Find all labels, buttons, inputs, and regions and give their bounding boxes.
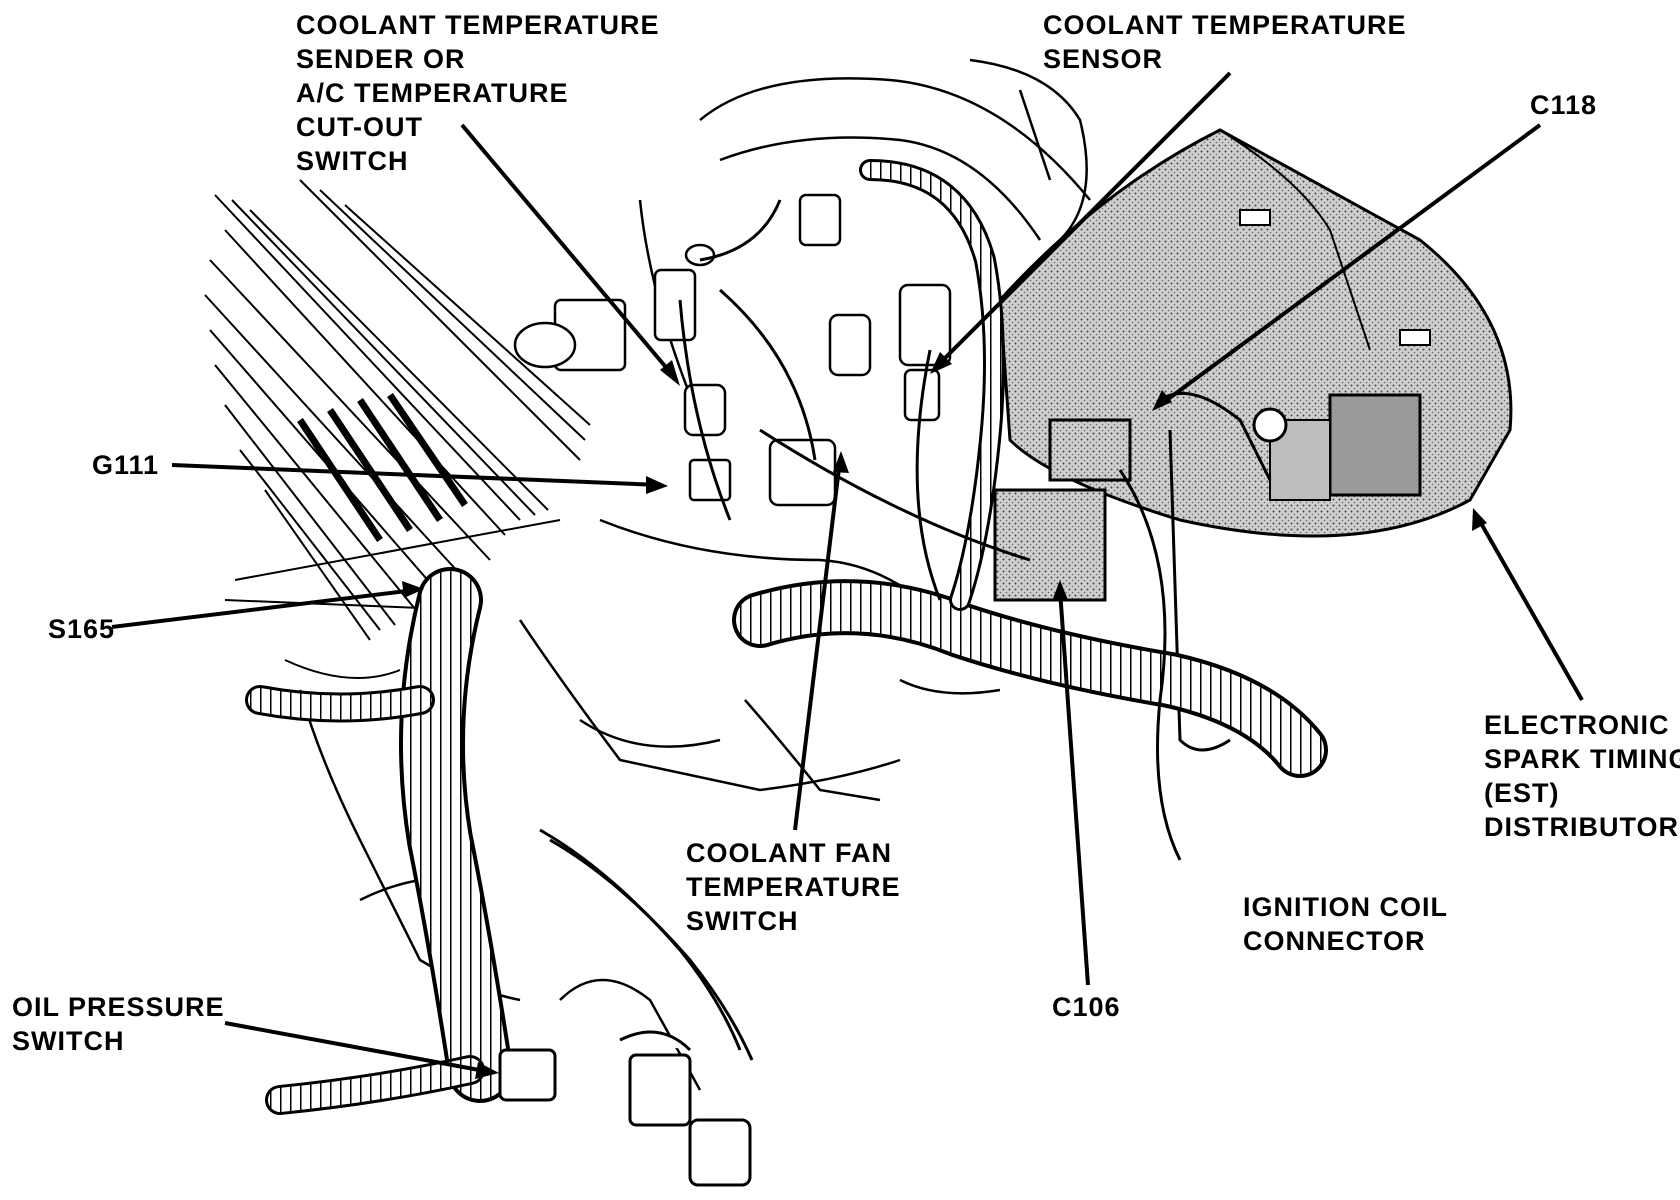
label-line: COOLANT TEMPERATURE [1043,10,1407,40]
label-c118: C118 [1530,88,1597,122]
label-ignition-coil-connector: IGNITION COIL CONNECTOR [1243,890,1448,958]
label-line: CUT-OUT [296,112,423,142]
label-line: (EST) [1484,778,1560,808]
label-line: A/C TEMPERATURE [296,78,569,108]
label-line: SWITCH [686,906,799,936]
leader-lines [111,71,1584,1074]
label-coolant-temperature-sensor: COOLANT TEMPERATURE SENSOR [1043,8,1407,76]
label-line: CONNECTOR [1243,926,1426,956]
label-est-distributor: ELECTRONIC SPARK TIMING (EST) DISTRIBUTO… [1484,708,1680,844]
sensor-housings [513,193,952,507]
label-g111: G111 [92,448,159,482]
arrowheads [402,352,1487,1079]
label-line: OIL PRESSURE [12,992,225,1022]
label-line: IGNITION COIL [1243,892,1448,922]
label-line: SENDER OR [296,44,466,74]
label-coolant-temperature-sender: COOLANT TEMPERATURE SENDER OR A/C TEMPER… [296,8,660,178]
label-line: SWITCH [12,1026,125,1056]
ignition-coil-connector [993,391,1288,752]
label-coolant-fan-temperature-switch: COOLANT FAN TEMPERATURE SWITCH [686,836,901,938]
wire-harness-conduits [245,159,1328,1115]
label-line: COOLANT TEMPERATURE [296,10,660,40]
label-line: SWITCH [296,146,409,176]
intake-manifold-fins [204,179,591,679]
label-line: ELECTRONIC [1484,710,1670,740]
label-s165: S165 [48,612,115,646]
engine-block-outline [298,58,1091,1091]
label-c106: C106 [1052,990,1121,1024]
label-line: SENSOR [1043,44,1164,74]
label-line: SPARK TIMING [1484,744,1680,774]
label-line: COOLANT FAN [686,838,892,868]
label-line: DISTRIBUTOR [1484,812,1680,842]
label-line: G111 [92,450,160,480]
fin-bars [297,393,468,542]
label-line: C118 [1530,90,1598,120]
loose-wires [539,199,1182,1061]
oil-switch-connector [498,1030,752,1187]
label-line: S165 [48,614,116,644]
label-oil-pressure-switch: OIL PRESSURE SWITCH [12,990,225,1058]
label-line: C106 [1052,992,1121,1022]
label-line: TEMPERATURE [686,872,901,902]
